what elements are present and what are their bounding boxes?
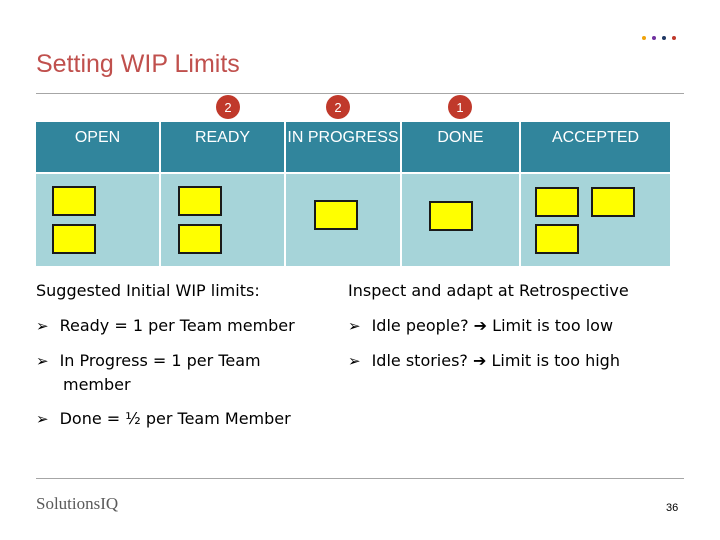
column-header-in-progress: IN PROGRESS xyxy=(286,122,400,172)
right-notes-heading: Inspect and adapt at Retrospective xyxy=(348,281,629,300)
lane-open xyxy=(36,174,159,266)
story-card[interactable] xyxy=(314,200,358,230)
bullet-text: Ready = 1 per Team member xyxy=(59,316,295,335)
footer-divider xyxy=(36,478,684,479)
story-card[interactable] xyxy=(535,187,579,217)
lane-done xyxy=(402,174,519,266)
right-bullet-idle-people: ➢ Idle people? ➔ Limit is too low xyxy=(348,314,678,338)
story-card[interactable] xyxy=(535,224,579,254)
arrow-bullet-icon: ➢ xyxy=(36,352,49,370)
column-label: READY xyxy=(194,129,251,146)
left-bullet-ready: ➢ Ready = 1 per Team member xyxy=(36,314,316,338)
column-header-done: DONE xyxy=(402,122,519,172)
arrow-bullet-icon: ➢ xyxy=(348,352,361,370)
right-arrow-icon: ➔ xyxy=(473,351,487,370)
lane-in-progress xyxy=(286,174,400,266)
bullet-text: Done = ½ per Team Member xyxy=(59,409,291,428)
bullet-rest: Limit is too low xyxy=(492,316,614,335)
dot-icon xyxy=(672,36,676,40)
story-card[interactable] xyxy=(52,186,96,216)
lane-ready xyxy=(161,174,284,266)
logo-text: SolutionsIQ xyxy=(36,494,119,513)
column-label: OPEN xyxy=(74,129,121,146)
left-notes-heading: Suggested Initial WIP limits: xyxy=(36,281,260,300)
dot-icon xyxy=(652,36,656,40)
column-label: DONE xyxy=(437,129,484,146)
column-header-ready: READY xyxy=(161,122,284,172)
title-divider xyxy=(36,93,684,94)
column-label: IN PROGRESS xyxy=(287,129,399,146)
arrow-bullet-icon: ➢ xyxy=(36,410,49,428)
left-bullet-in-progress: ➢ In Progress = 1 per Team member xyxy=(36,349,313,396)
story-card[interactable] xyxy=(52,224,96,254)
dot-icon xyxy=(642,36,646,40)
story-card[interactable] xyxy=(178,224,222,254)
lane-accepted xyxy=(521,174,670,266)
right-bullet-idle-stories: ➢ Idle stories? ➔ Limit is too high xyxy=(348,349,688,373)
column-header-accepted: ACCEPTED xyxy=(521,122,670,172)
story-card[interactable] xyxy=(591,187,635,217)
bullet-text: In Progress = 1 per Team member xyxy=(59,351,261,394)
story-card[interactable] xyxy=(178,186,222,216)
column-header-open: OPEN xyxy=(36,122,159,172)
kanban-board: OPEN READY IN PROGRESS DONE ACCEPTED xyxy=(36,122,670,266)
column-label: ACCEPTED xyxy=(551,129,640,146)
company-logo: SolutionsIQ xyxy=(36,494,118,514)
arrow-bullet-icon: ➢ xyxy=(348,317,361,335)
wip-badge-done: 1 xyxy=(448,95,472,119)
bullet-lead: Idle people? xyxy=(371,316,469,335)
slide-title: Setting WIP Limits xyxy=(36,50,240,78)
bullet-lead: Idle stories? xyxy=(371,351,468,370)
dot-icon xyxy=(662,36,666,40)
story-card[interactable] xyxy=(429,201,473,231)
page-number: 36 xyxy=(666,502,679,514)
right-arrow-icon: ➔ xyxy=(473,316,488,335)
wip-badge-ready: 2 xyxy=(216,95,240,119)
bullet-rest: Limit is too high xyxy=(491,351,620,370)
wip-badge-in-progress: 2 xyxy=(326,95,350,119)
left-bullet-done: ➢ Done = ½ per Team Member xyxy=(36,407,336,431)
decorative-dots xyxy=(642,36,676,40)
arrow-bullet-icon: ➢ xyxy=(36,317,49,335)
